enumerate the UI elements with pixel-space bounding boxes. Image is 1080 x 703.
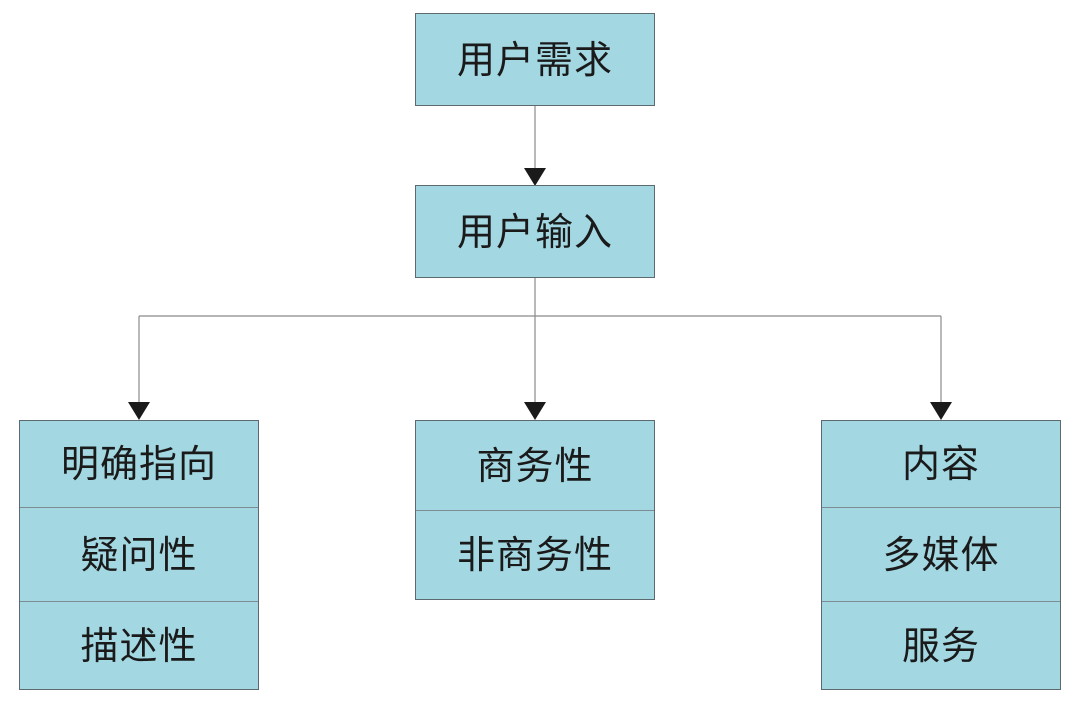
node-cell-label: 疑问性: [80, 532, 198, 577]
node-cell: 非商务性: [416, 510, 654, 599]
node-group-left: 明确指向 疑问性 描述性: [19, 420, 259, 690]
node-cell: 商务性: [416, 421, 654, 510]
node-group-middle: 商务性 非商务性: [415, 420, 655, 600]
node-user-input-label: 用户输入: [456, 209, 613, 254]
node-user-need: 用户需求: [415, 13, 655, 106]
node-group-right: 内容 多媒体 服务: [821, 420, 1061, 690]
node-cell-label: 非商务性: [456, 533, 613, 577]
node-cell: 描述性: [20, 601, 258, 689]
arrowhead-middle: [524, 402, 546, 420]
node-cell-label: 商务性: [476, 443, 594, 488]
node-cell: 多媒体: [822, 507, 1060, 601]
arrowhead-right: [930, 402, 952, 420]
node-cell-label: 多媒体: [882, 532, 1000, 577]
arrowhead-input: [524, 168, 546, 186]
node-cell: 疑问性: [20, 507, 258, 601]
node-cell: 内容: [822, 421, 1060, 507]
node-cell-label: 描述性: [80, 623, 198, 668]
node-cell-label: 内容: [901, 442, 980, 486]
node-cell-label: 服务: [901, 623, 980, 668]
node-user-input: 用户输入: [415, 185, 655, 278]
node-cell: 服务: [822, 601, 1060, 689]
node-cell-label: 明确指向: [60, 442, 217, 486]
node-user-need-label: 用户需求: [456, 37, 613, 82]
arrowhead-left: [128, 402, 150, 420]
node-cell: 明确指向: [20, 421, 258, 507]
